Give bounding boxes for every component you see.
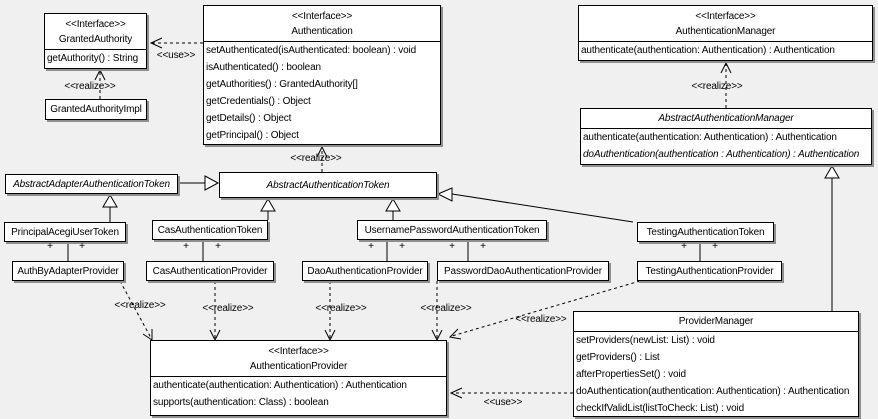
class-header: AbstractAuthenticationManager [581, 109, 871, 129]
class-name: UsernamePasswordAuthenticationToken [364, 224, 540, 236]
class-abstract-adapter-authentication-token[interactable]: AbstractAdapterAuthenticationToken [5, 174, 178, 194]
class-testing-authentication-token[interactable]: TestingAuthenticationToken [637, 222, 774, 242]
realize-arrow-abstractauthenticationmanager-to-authenticationmanager [720, 61, 732, 108]
realize-label: <<realize>> [315, 303, 367, 314]
generalization-providermanager-to-abstractauthenticationmanager [824, 165, 840, 311]
realize-label: <<realize>> [515, 314, 567, 325]
class-name: CasAuthenticationToken [157, 224, 263, 236]
class-authentication-provider[interactable]: <<Interface>> AuthenticationProvider aut… [150, 340, 447, 416]
class-name: GrantedAuthorityImpl [50, 104, 142, 115]
method-label: authenticate(authentication: Authenticat… [581, 45, 835, 56]
method-label: getDetails() : Object [206, 113, 292, 124]
stereotype-label: <<Interface>> [291, 11, 353, 22]
class-header: <<Interface>> AuthenticationManager [579, 6, 872, 42]
class-name: AbstractAdapterAuthenticationToken [13, 178, 170, 190]
realize-label: <<realize>> [290, 153, 342, 164]
class-cas-authentication-token[interactable]: CasAuthenticationToken [152, 220, 268, 240]
class-authentication[interactable]: <<Interface>> Authentication setAuthenti… [203, 5, 441, 145]
visibility-plus-label: + [183, 241, 189, 252]
method-label: supports(authentication: Class) : boolea… [153, 397, 329, 408]
realize-label: <<realize>> [114, 300, 166, 311]
class-auth-by-adapter-provider[interactable]: AuthByAdapterProvider [12, 261, 124, 281]
class-name: CasAuthenticationProvider [152, 265, 268, 277]
class-granted-authority-impl[interactable]: GrantedAuthorityImpl [45, 99, 147, 120]
method-label: afterPropertiesSet() : void [576, 369, 686, 380]
method-label: doAuthentication(authentication: Authent… [576, 386, 850, 397]
class-abstract-authentication-manager[interactable]: AbstractAuthenticationManager authentica… [580, 108, 872, 165]
visibility-plus-label: + [480, 241, 486, 252]
class-header: <<Interface>> Authentication [204, 6, 440, 42]
method-label: authenticate(authentication: Authenticat… [583, 132, 837, 143]
class-name: AuthenticationManager [675, 26, 776, 37]
method-label: getPrincipal() : Object [206, 130, 299, 141]
visibility-plus-label: + [712, 241, 718, 252]
class-provider-manager[interactable]: ProviderManager setProviders(newList: Li… [573, 311, 859, 417]
visibility-plus-label: + [449, 241, 455, 252]
realize-arrow-testingauthenticationprovider-to-authenticationprovider [448, 280, 641, 340]
use-arrow-providermanager-to-authenticationprovider [449, 387, 573, 399]
stereotype-label: <<Interface>> [695, 11, 756, 22]
visibility-plus-label: + [79, 241, 85, 252]
generalization-usernamepasswordauthenticationtoken-to-abstractauthenticationtoken [385, 198, 401, 220]
realize-arrow-abstractauthenticationtoken-to-authentication [316, 145, 328, 172]
generalization-testingauthenticationtoken-to-abstractauthenticationtoken [436, 187, 634, 223]
class-name: DaoAuthenticationProvider [307, 265, 423, 277]
visibility-plus-label: + [47, 241, 53, 252]
use-label: <<use>> [483, 397, 523, 408]
method-label: getAuthority() : String [47, 53, 139, 64]
method-label: getProviders() : List [576, 352, 660, 363]
class-testing-authentication-provider[interactable]: TestingAuthenticationProvider [637, 261, 782, 281]
class-name: GrantedAuthority [58, 34, 133, 45]
class-username-password-authentication-token[interactable]: UsernamePasswordAuthenticationToken [357, 220, 547, 240]
method-label: doAuthentication(authentication : Authen… [583, 149, 860, 160]
class-authentication-manager[interactable]: <<Interface>> AuthenticationManager auth… [578, 5, 873, 61]
visibility-plus-label: + [681, 241, 687, 252]
method-label: setAuthenticated(isAuthenticated: boolea… [206, 45, 417, 56]
generalization-casauthenticationtoken-to-abstractauthenticationtoken [260, 198, 276, 220]
method-label: isAuthenticated() : boolean [206, 62, 321, 73]
realize-label: <<realize>> [691, 81, 743, 92]
class-header: <<Interface>> AuthenticationProvider [151, 341, 446, 377]
method-label: setProviders(newList: List) : void [576, 335, 715, 346]
class-header: ProviderManager [574, 312, 858, 332]
class-name: AbstractAuthenticationToken [266, 179, 390, 191]
use-label: <<use>> [156, 50, 196, 61]
class-password-dao-authentication-provider[interactable]: PasswordDaoAuthenticationProvider [437, 261, 609, 281]
class-name: PasswordDaoAuthenticationProvider [444, 265, 602, 277]
method-label: checkIfValidList(listToCheck: List) : vo… [576, 403, 745, 414]
realize-label: <<realize>> [420, 303, 472, 314]
class-cas-authentication-provider[interactable]: CasAuthenticationProvider [146, 261, 274, 281]
visibility-plus-label: + [368, 241, 374, 252]
class-granted-authority[interactable]: <<Interface>> GrantedAuthority getAuthor… [44, 13, 147, 69]
stereotype-label: <<Interface>> [65, 19, 126, 30]
class-principal-acegi-user-token[interactable]: PrincipalAcegiUserToken [4, 222, 126, 242]
class-name: TestingAuthenticationToken [646, 226, 765, 238]
class-name: AuthenticationProvider [249, 361, 348, 372]
class-name: Authentication [291, 26, 353, 37]
use-arrow-authentication-to-grantedauthority [149, 37, 203, 49]
class-dao-authentication-provider[interactable]: DaoAuthenticationProvider [302, 261, 428, 281]
generalization-principalacegiusertoken-to-abstractadapterauthenticationtoken [102, 194, 118, 222]
class-header: <<Interface>> GrantedAuthority [45, 14, 146, 50]
visibility-plus-label: + [399, 241, 405, 252]
class-name: AbstractAuthenticationManager [658, 113, 794, 124]
method-label: getAuthorities() : GrantedAuthority[] [206, 79, 358, 90]
class-abstract-authentication-token[interactable]: AbstractAuthenticationToken [219, 172, 437, 198]
class-name: PrincipalAcegiUserToken [11, 226, 119, 238]
class-name: AuthByAdapterProvider [17, 265, 119, 277]
class-name: TestingAuthenticationProvider [645, 265, 774, 277]
stereotype-label: <<Interface>> [268, 346, 329, 357]
realize-arrow-grantedauthorityimpl-to-grantedauthority [94, 68, 106, 99]
realize-label: <<realize>> [64, 81, 116, 92]
generalization-abstractadapterauthenticationtoken-to-abstractauthenticationtoken [178, 175, 220, 191]
method-label: getCredentials() : Object [206, 96, 311, 107]
realize-label: <<realize>> [202, 303, 254, 314]
class-name: ProviderManager [678, 316, 754, 327]
visibility-plus-label: + [215, 241, 221, 252]
method-label: authenticate(authentication: Authenticat… [153, 380, 407, 391]
